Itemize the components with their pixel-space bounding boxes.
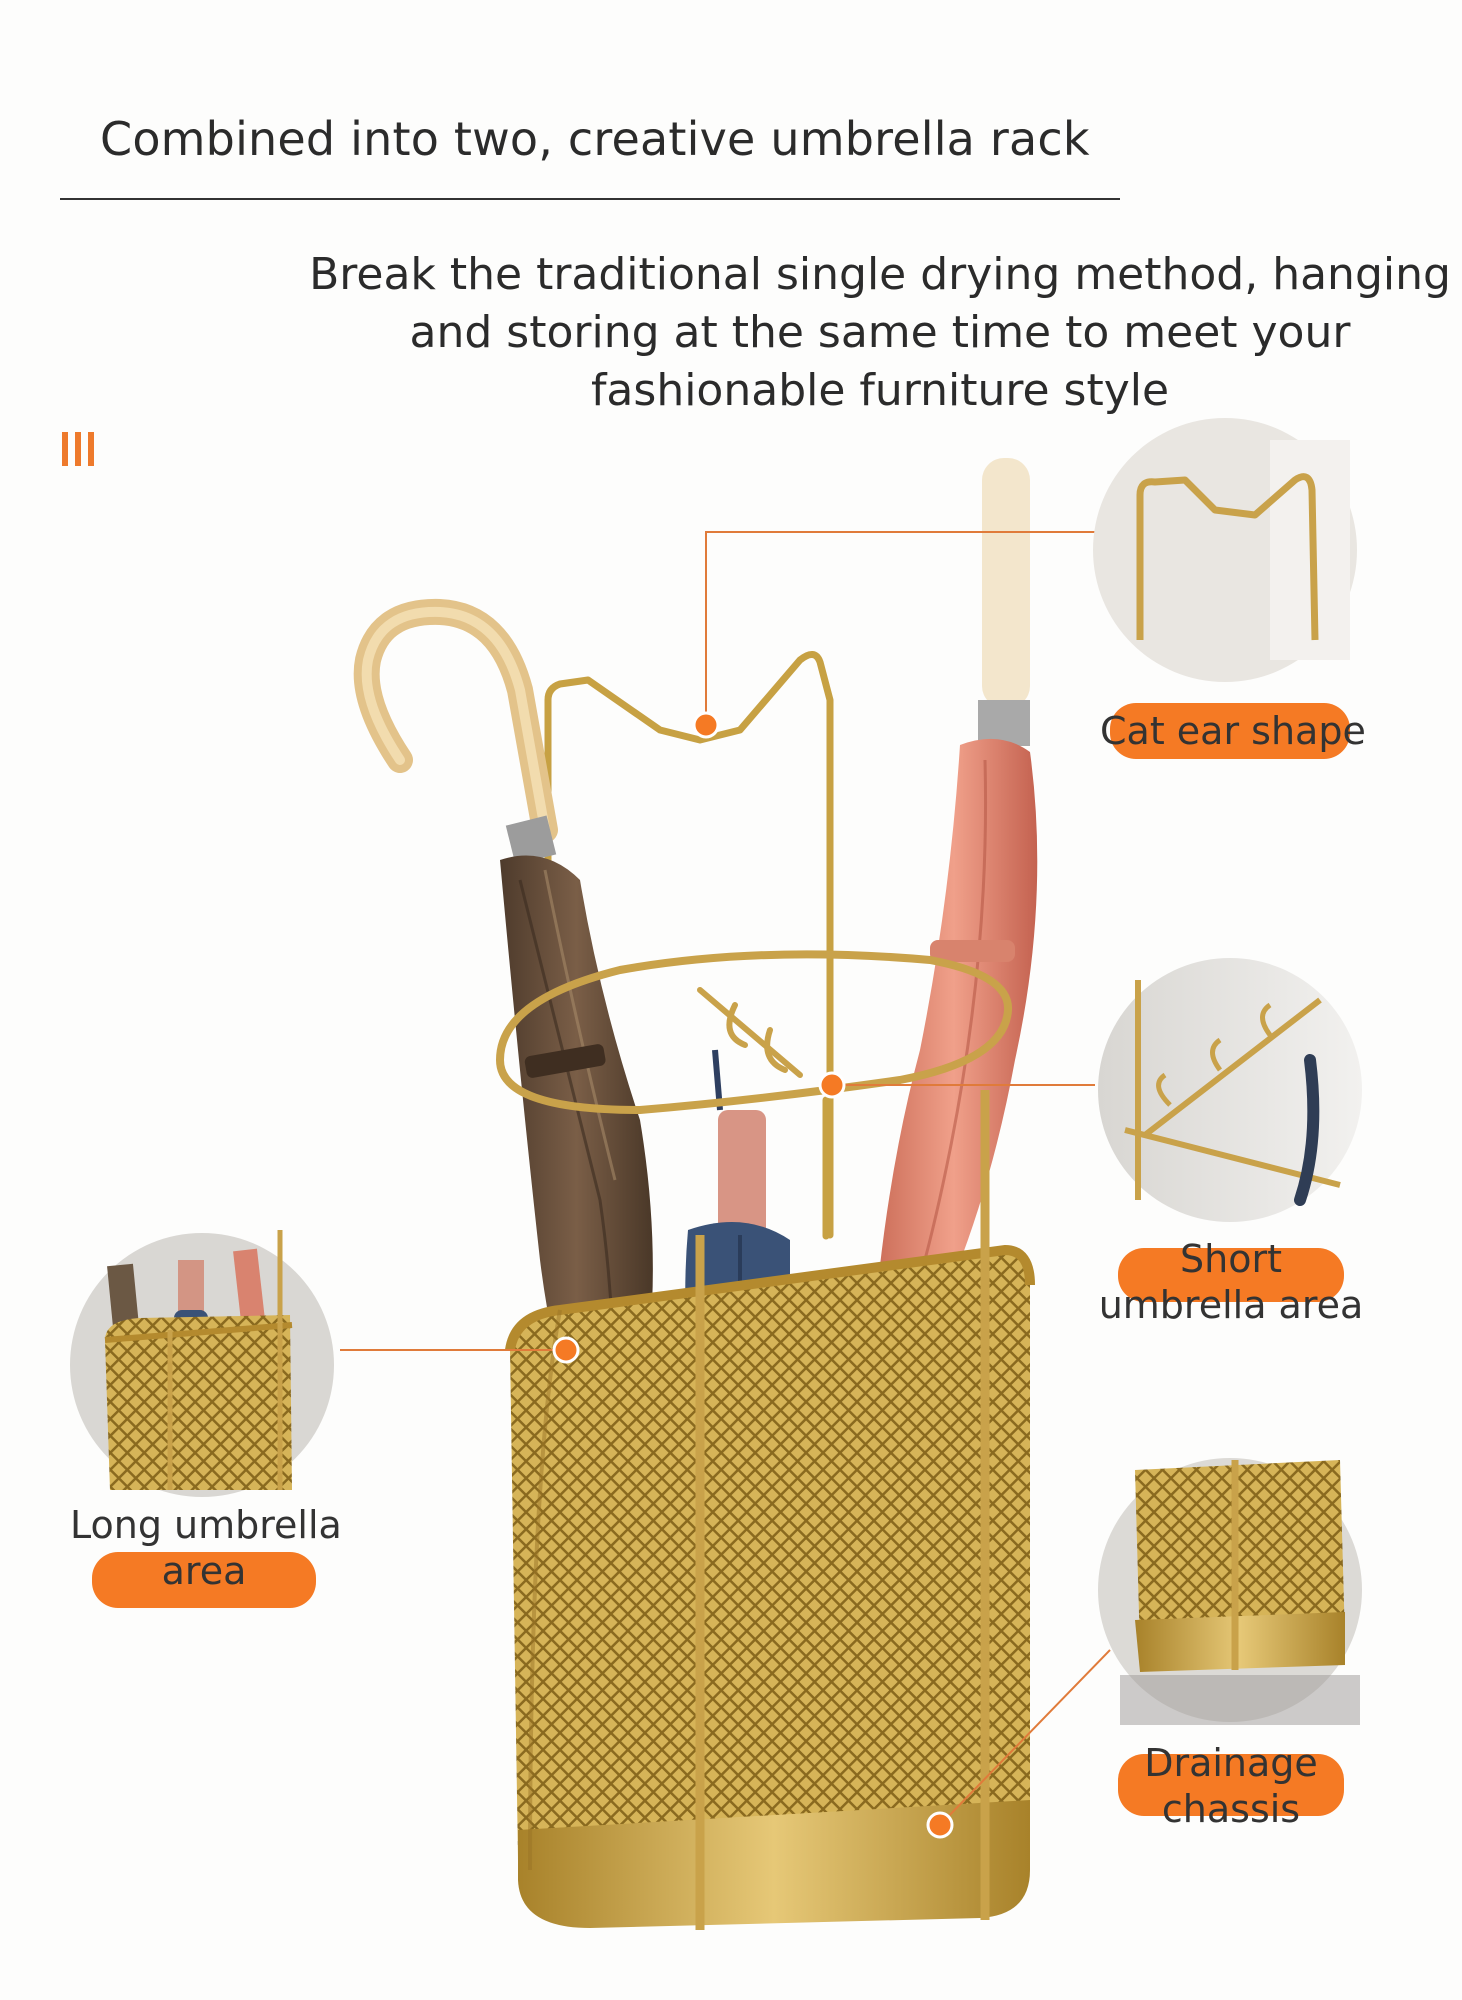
mesh-basket (505, 1090, 1035, 1930)
decorative-bars-icon (62, 432, 102, 468)
rack-frame (544, 651, 834, 1240)
long-area-label: Long umbrella area (70, 1503, 342, 1593)
leader-dots (552, 711, 954, 1839)
header-divider (60, 198, 1120, 200)
detail-hooks-circle (1098, 958, 1362, 1222)
cat-ear-label: Cat ear shape (1100, 709, 1366, 753)
subtitle-line-3: fashionable furniture style (590, 365, 1170, 416)
cat-ear-pill (1110, 703, 1350, 759)
top-ring (495, 950, 1012, 1115)
long-area-pill (92, 1552, 316, 1608)
drainage-pill (1118, 1754, 1344, 1816)
detail-cat-ear-circle (1093, 418, 1357, 682)
short-area-label: Short umbrella area (1098, 1237, 1364, 1327)
subtitle: Break the traditional single drying meth… (300, 246, 1460, 420)
leader-lines (340, 531, 1111, 1826)
page-headline: Combined into two, creative umbrella rac… (100, 112, 1090, 166)
detail-long-area-circle (70, 1230, 334, 1497)
detail-drainage-circle (1098, 1458, 1362, 1725)
short-area-pill (1118, 1248, 1344, 1302)
drainage-label: Drainage chassis (1144, 1741, 1318, 1831)
subtitle-line-2: and storing at the same time to meet you… (409, 307, 1351, 358)
hooks (697, 987, 803, 1078)
subtitle-line-1: Break the traditional single drying meth… (309, 249, 1451, 300)
